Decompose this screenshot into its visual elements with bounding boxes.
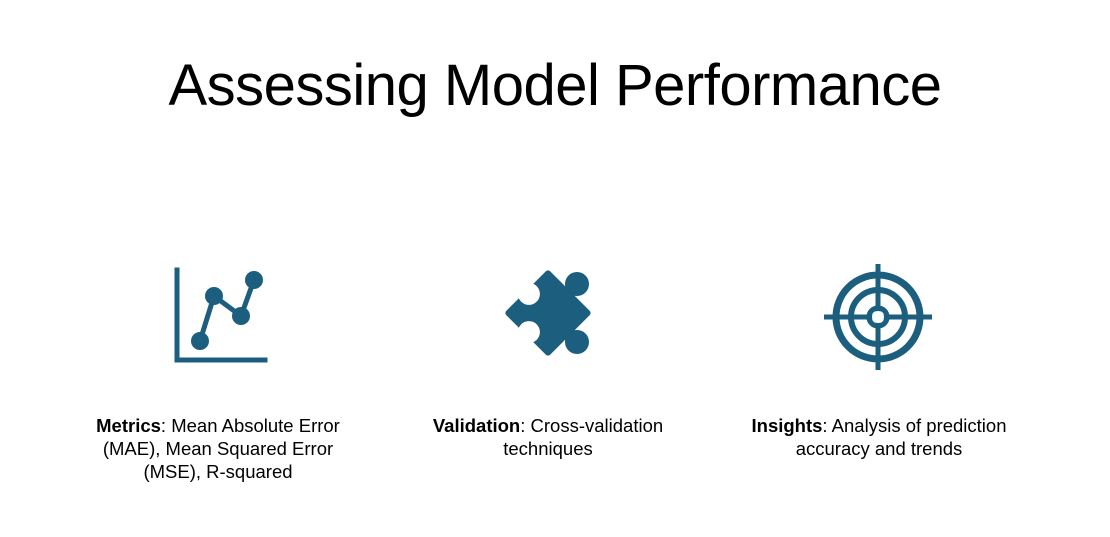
insights-term: Insights: [751, 415, 823, 436]
metrics-term: Metrics: [96, 415, 161, 436]
metrics-description: Mean Absolute Error (MAE), Mean Squared …: [102, 415, 340, 482]
metrics-caption: Metrics: Mean Absolute Error (MAE), Mean…: [96, 415, 340, 482]
target-icon: [824, 264, 932, 370]
insights-caption: Insights: Analysis of prediction accurac…: [751, 415, 1007, 459]
puzzle-piece-icon: [505, 270, 591, 356]
validation-term: Validation: [432, 415, 521, 436]
validation-caption: Validation: Cross-validation techniques: [432, 415, 664, 459]
validation-description: Cross-validation techniques: [503, 415, 664, 459]
slide-title: Assessing Model Performance: [168, 53, 942, 118]
validation-card: Validation: Cross-validation techniques: [398, 258, 698, 460]
metrics-card: Metrics: Mean Absolute Error (MAE), Mean…: [68, 258, 368, 483]
insights-description: Analysis of prediction accuracy and tren…: [795, 415, 1007, 459]
insights-card: Insights: Analysis of prediction accurac…: [729, 258, 1029, 460]
line-chart-icon: [174, 267, 268, 363]
